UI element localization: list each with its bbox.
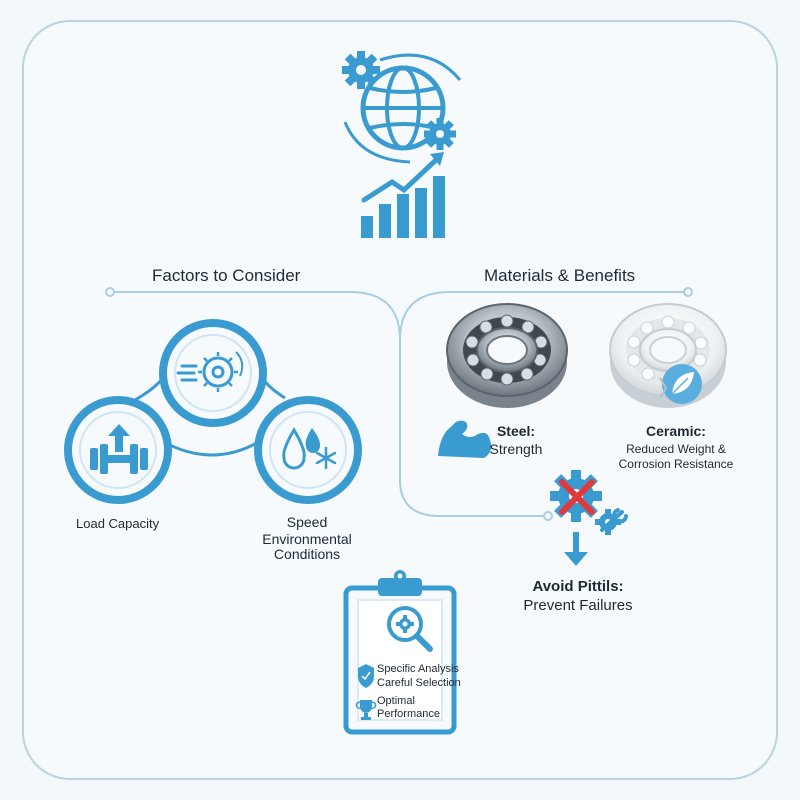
cross-icon	[559, 479, 595, 515]
gear-icon	[342, 51, 380, 89]
trophy-icon	[355, 700, 377, 720]
speed-icon	[176, 351, 244, 392]
gear-icon	[424, 118, 456, 150]
checklist-item1-line1: Specific Analysis	[377, 663, 459, 675]
muscle-icon	[438, 420, 492, 458]
ceramic-benefit-line1: Reduced Weight &	[626, 442, 726, 456]
top-icon-group	[343, 53, 462, 164]
speed-label: Speed	[286, 514, 328, 530]
connector-dot-right	[683, 287, 693, 297]
connector-dot-left	[105, 287, 115, 297]
trend-arrowhead	[430, 152, 444, 166]
environment-label-line2: Conditions	[273, 546, 341, 562]
ceramic-title: Ceramic:	[646, 423, 706, 439]
magnifier-icon	[387, 606, 433, 652]
steel-benefit: Strength	[489, 441, 543, 457]
snowflake-icon	[315, 446, 337, 470]
factors-heading: Factors to Consider	[152, 266, 301, 285]
orbit-arc-2	[379, 53, 462, 81]
checklist-item2-line2: Performance	[377, 708, 440, 720]
orbit-arc	[343, 121, 411, 164]
water-drop-icon	[282, 427, 306, 470]
ceramic-benefit-line2: Corrosion Resistance	[618, 457, 734, 471]
checklist-item2-line1: Optimal	[377, 695, 415, 707]
clipboard-icon	[343, 570, 457, 735]
connector-lines	[110, 291, 688, 517]
bar-chart-icon	[361, 176, 445, 238]
load-capacity-label: Load Capacity	[76, 516, 160, 531]
pitfalls-title-line1: Avoid Pittils:	[532, 578, 624, 595]
dumbbell-icon	[90, 424, 148, 474]
checklist-item1-line2: Careful Selection	[377, 677, 461, 689]
pitfalls-title-line2: Prevent Failures	[523, 597, 633, 614]
materials-heading: Materials & Benefits	[484, 266, 636, 285]
wrench-icon	[600, 508, 628, 532]
steel-title: Steel:	[496, 423, 536, 439]
water-drop-icon	[305, 428, 321, 453]
bearing-icon-steel	[446, 303, 568, 408]
shield-icon	[358, 664, 374, 688]
trend-arrow-icon	[361, 157, 439, 203]
connector-dot-bottom	[543, 511, 553, 521]
gear-icon	[396, 615, 414, 633]
down-arrow-icon	[564, 532, 588, 566]
globe-icon	[360, 65, 446, 151]
leaf-icon	[659, 364, 702, 404]
environment-label-line1: Environmental	[262, 531, 352, 547]
